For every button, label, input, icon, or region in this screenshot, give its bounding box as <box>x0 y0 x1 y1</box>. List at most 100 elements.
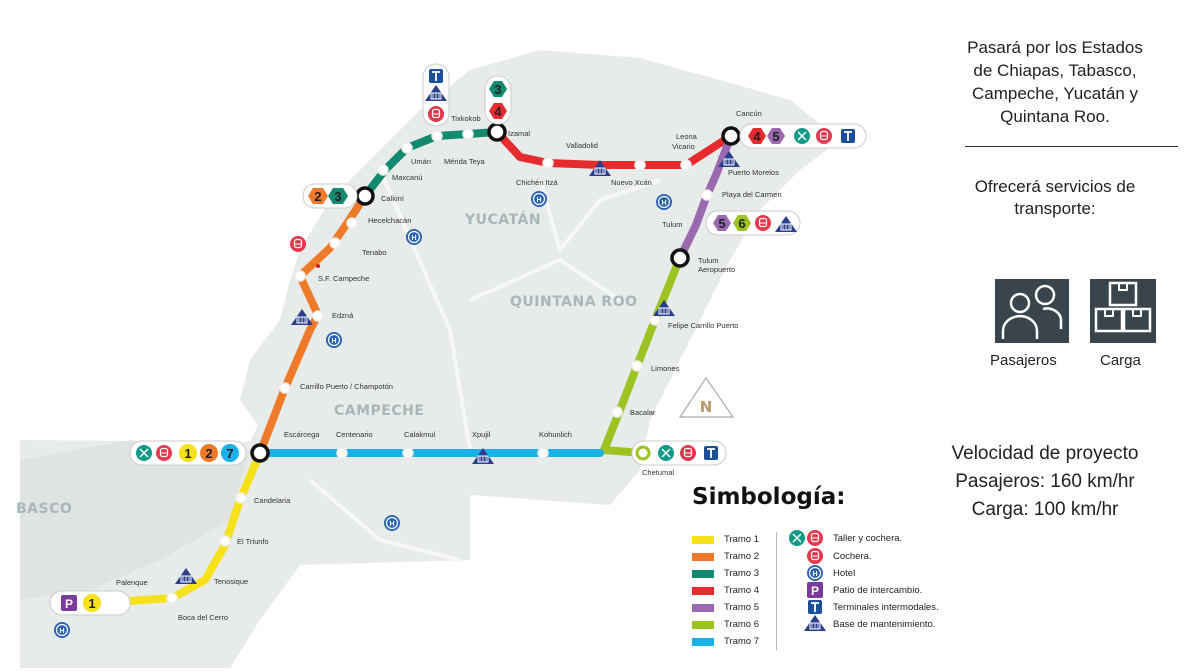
legend-swatch <box>692 586 714 595</box>
cancun-badge-group: 4 5 <box>739 123 867 149</box>
station-candelaria[interactable] <box>235 492 247 504</box>
legend-tramo-row: Tramo 7 <box>692 635 759 648</box>
workshop-icon <box>135 444 153 462</box>
station-felipe-carrillo-puerto[interactable] <box>649 314 661 326</box>
passengers-icon <box>995 279 1069 343</box>
station-tenabo[interactable] <box>329 237 341 249</box>
sf-campeche-red-dot <box>316 264 320 268</box>
legend-tramo-label: Tramo 4 <box>724 585 760 596</box>
station-sf-campeche[interactable] <box>294 270 306 282</box>
legend-swatch <box>692 603 714 612</box>
region-campeche: CAMPECHE <box>334 403 424 419</box>
label-tulum: Tulum <box>662 220 683 229</box>
station-centenario[interactable] <box>336 447 348 459</box>
states-info: Pasará por los Estados de Chiapas, Tabas… <box>940 36 1170 128</box>
garage-icon <box>679 444 697 462</box>
label-boca-del-cerro: Boca del Cerro <box>178 613 228 622</box>
tramo-1-line <box>111 449 264 606</box>
north-label: N <box>700 398 713 416</box>
label-limones: Limones <box>651 364 680 373</box>
label-nuevo-xcan: Nuevo Xcán <box>611 178 652 187</box>
station-edzna[interactable] <box>312 310 324 322</box>
legend-symbol-row: Base de mantenimiento. <box>833 617 935 631</box>
legend-swatch <box>692 569 714 578</box>
legend-tramo-row: Tramo 5 <box>692 601 759 614</box>
station-hecelchacan[interactable] <box>346 217 358 229</box>
legend-tramo-row: Tramo 2 <box>692 550 759 563</box>
station-calakmul[interactable] <box>402 447 414 459</box>
region-tabasco: BASCO <box>16 501 72 517</box>
legend-tramo-label: Tramo 6 <box>724 619 760 630</box>
legend-swatch <box>692 535 714 544</box>
label-candelaria: Candelaria <box>254 496 291 505</box>
badge-cancun-4: 4 <box>753 129 761 144</box>
station-limones[interactable] <box>631 360 643 372</box>
intermodal-terminal-icon <box>840 128 856 144</box>
station-boca-del-cerro[interactable] <box>166 592 178 604</box>
station-uman[interactable] <box>401 142 413 154</box>
label-puerto-morelos: Puerto Morelos <box>728 168 779 177</box>
intermodal-terminal-icon <box>807 599 823 615</box>
hub-tulum-aeropuerto[interactable] <box>670 248 690 268</box>
legend-tramo-label: Tramo 2 <box>724 551 760 562</box>
label-palenque: Palenque <box>116 578 148 587</box>
legend-tramo-label: Tramo 5 <box>724 602 760 613</box>
badge-escarcega-2: 2 <box>205 446 212 461</box>
station-tixkokob[interactable] <box>462 128 474 140</box>
escarcega-badge-group: 1 2 7 <box>129 440 247 466</box>
badge-calkini-3: 3 <box>334 189 341 204</box>
label-cancun: Cancún <box>736 109 762 118</box>
badge-calkini-2: 2 <box>314 189 321 204</box>
legend-symbol-row: Cochera. <box>833 549 872 563</box>
hub-calkini[interactable] <box>355 186 375 206</box>
station-kohunlich[interactable] <box>537 447 549 459</box>
interchange-yard-icon <box>61 595 77 611</box>
label-chetumal: Chetumal <box>642 468 674 477</box>
states-line: Pasará por los Estados <box>967 38 1143 57</box>
services-line: transporte: <box>1014 199 1096 218</box>
station-playa-del-carmen[interactable] <box>701 189 713 201</box>
label-edzna: Edzná <box>332 311 354 320</box>
station-bacalar[interactable] <box>611 406 623 418</box>
label-merida-teya: Mérida Teya <box>444 157 486 166</box>
label-leona: Leona <box>676 132 698 141</box>
hotel-icon <box>405 228 423 246</box>
hub-cancun[interactable] <box>721 126 741 146</box>
hub-izamal[interactable] <box>487 122 507 142</box>
map-roads <box>308 169 661 562</box>
station-nuevo-xcan[interactable] <box>634 159 646 171</box>
tramo-2-line <box>256 192 369 457</box>
region-quintana-roo: QUINTANA ROO <box>510 294 638 310</box>
station-leona-vicario[interactable] <box>680 159 692 171</box>
legend-tramo-label: Tramo 3 <box>724 568 760 579</box>
izamal-badge-group: 3 4 <box>484 75 512 125</box>
station-el-triunfo[interactable] <box>219 535 231 547</box>
speed-line: Carga: 100 km/hr <box>971 499 1119 520</box>
garage-icon <box>806 547 824 565</box>
garage-icon <box>155 444 173 462</box>
north-arrow-icon: N <box>678 376 735 418</box>
intermodal-terminal-icon <box>428 68 444 84</box>
hotel-icon <box>383 514 401 532</box>
states-line: de Chiapas, Tabasco, <box>973 61 1137 80</box>
legend-tramo-row: Tramo 4 <box>692 584 759 597</box>
speed-line: Velocidad de proyecto <box>951 443 1139 464</box>
label-sf-campeche: S.F. Campeche <box>318 274 369 283</box>
divider <box>965 146 1178 147</box>
cargo-label: Carga <box>1100 352 1141 369</box>
label-xpujil: Xpujil <box>472 430 491 439</box>
station-merida-teya[interactable] <box>431 130 443 142</box>
hotel-icon <box>655 193 673 211</box>
tulum-badge-group: 5 6 <box>705 210 801 236</box>
label-tenabo: Tenabo <box>362 248 387 257</box>
station-carrillo-champoton[interactable] <box>279 382 291 394</box>
states-line: Campeche, Yucatán y <box>971 84 1138 103</box>
station-maxcanu[interactable] <box>377 164 389 176</box>
hub-escarcega[interactable] <box>250 443 270 463</box>
station-chichen-itza[interactable] <box>542 157 554 169</box>
services-line: Ofrecerá servicios de <box>974 177 1136 196</box>
legend-swatch <box>692 637 714 646</box>
label-calkini: Calkiní <box>381 194 405 203</box>
intermodal-terminal-icon <box>703 445 719 461</box>
legend-symbol-label: Taller y cochera. <box>833 532 903 544</box>
